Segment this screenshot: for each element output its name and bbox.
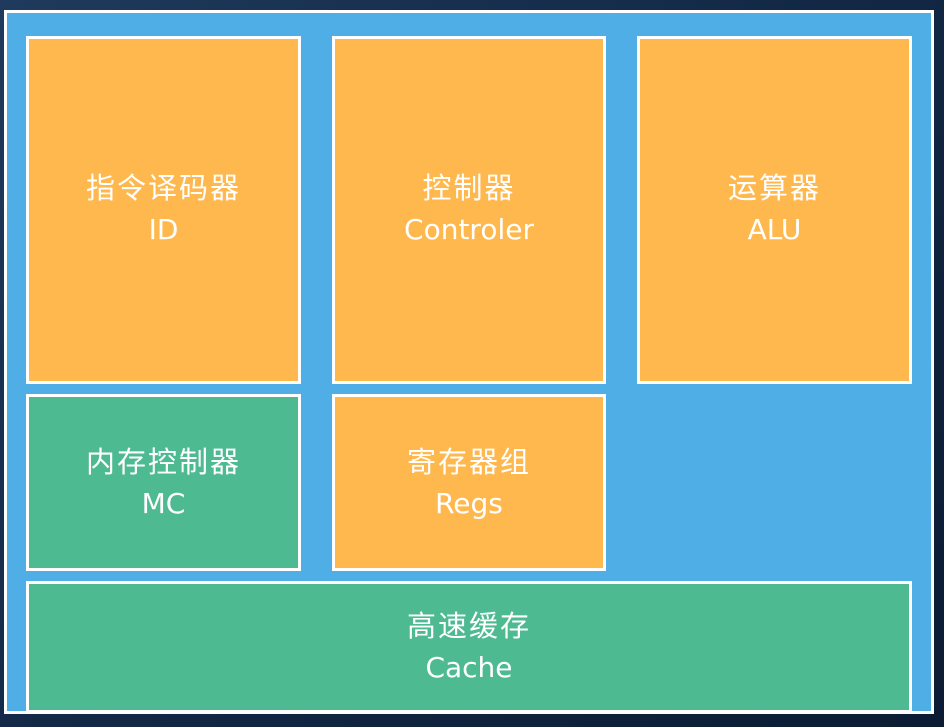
block-label-cn: 内存控制器 bbox=[85, 444, 241, 479]
block-label-cn: 运算器 bbox=[727, 171, 821, 205]
cpu-diagram-frame: 指令译码器 ID 控制器 Controler 运算器 ALU 内存控制器 MC … bbox=[4, 10, 934, 714]
block-label-cn: 指令译码器 bbox=[85, 171, 241, 205]
block-instruction-decoder: 指令译码器 ID bbox=[26, 36, 301, 384]
block-label-en: ALU bbox=[747, 213, 802, 246]
block-label-en: Cache bbox=[425, 651, 513, 684]
block-alu: 运算器 ALU bbox=[637, 36, 912, 384]
block-memory-controller: 内存控制器 MC bbox=[26, 394, 301, 571]
block-cache: 高速缓存 Cache bbox=[26, 581, 912, 713]
block-label-en: ID bbox=[148, 213, 179, 246]
block-label-cn: 控制器 bbox=[422, 171, 516, 205]
block-registers: 寄存器组 Regs bbox=[332, 394, 606, 571]
block-label-cn: 寄存器组 bbox=[406, 444, 531, 479]
block-label-en: MC bbox=[141, 486, 186, 520]
block-label-en: Regs bbox=[435, 486, 503, 520]
block-label-cn: 高速缓存 bbox=[406, 609, 531, 643]
block-label-en: Controler bbox=[404, 213, 534, 246]
block-controller: 控制器 Controler bbox=[332, 36, 606, 384]
